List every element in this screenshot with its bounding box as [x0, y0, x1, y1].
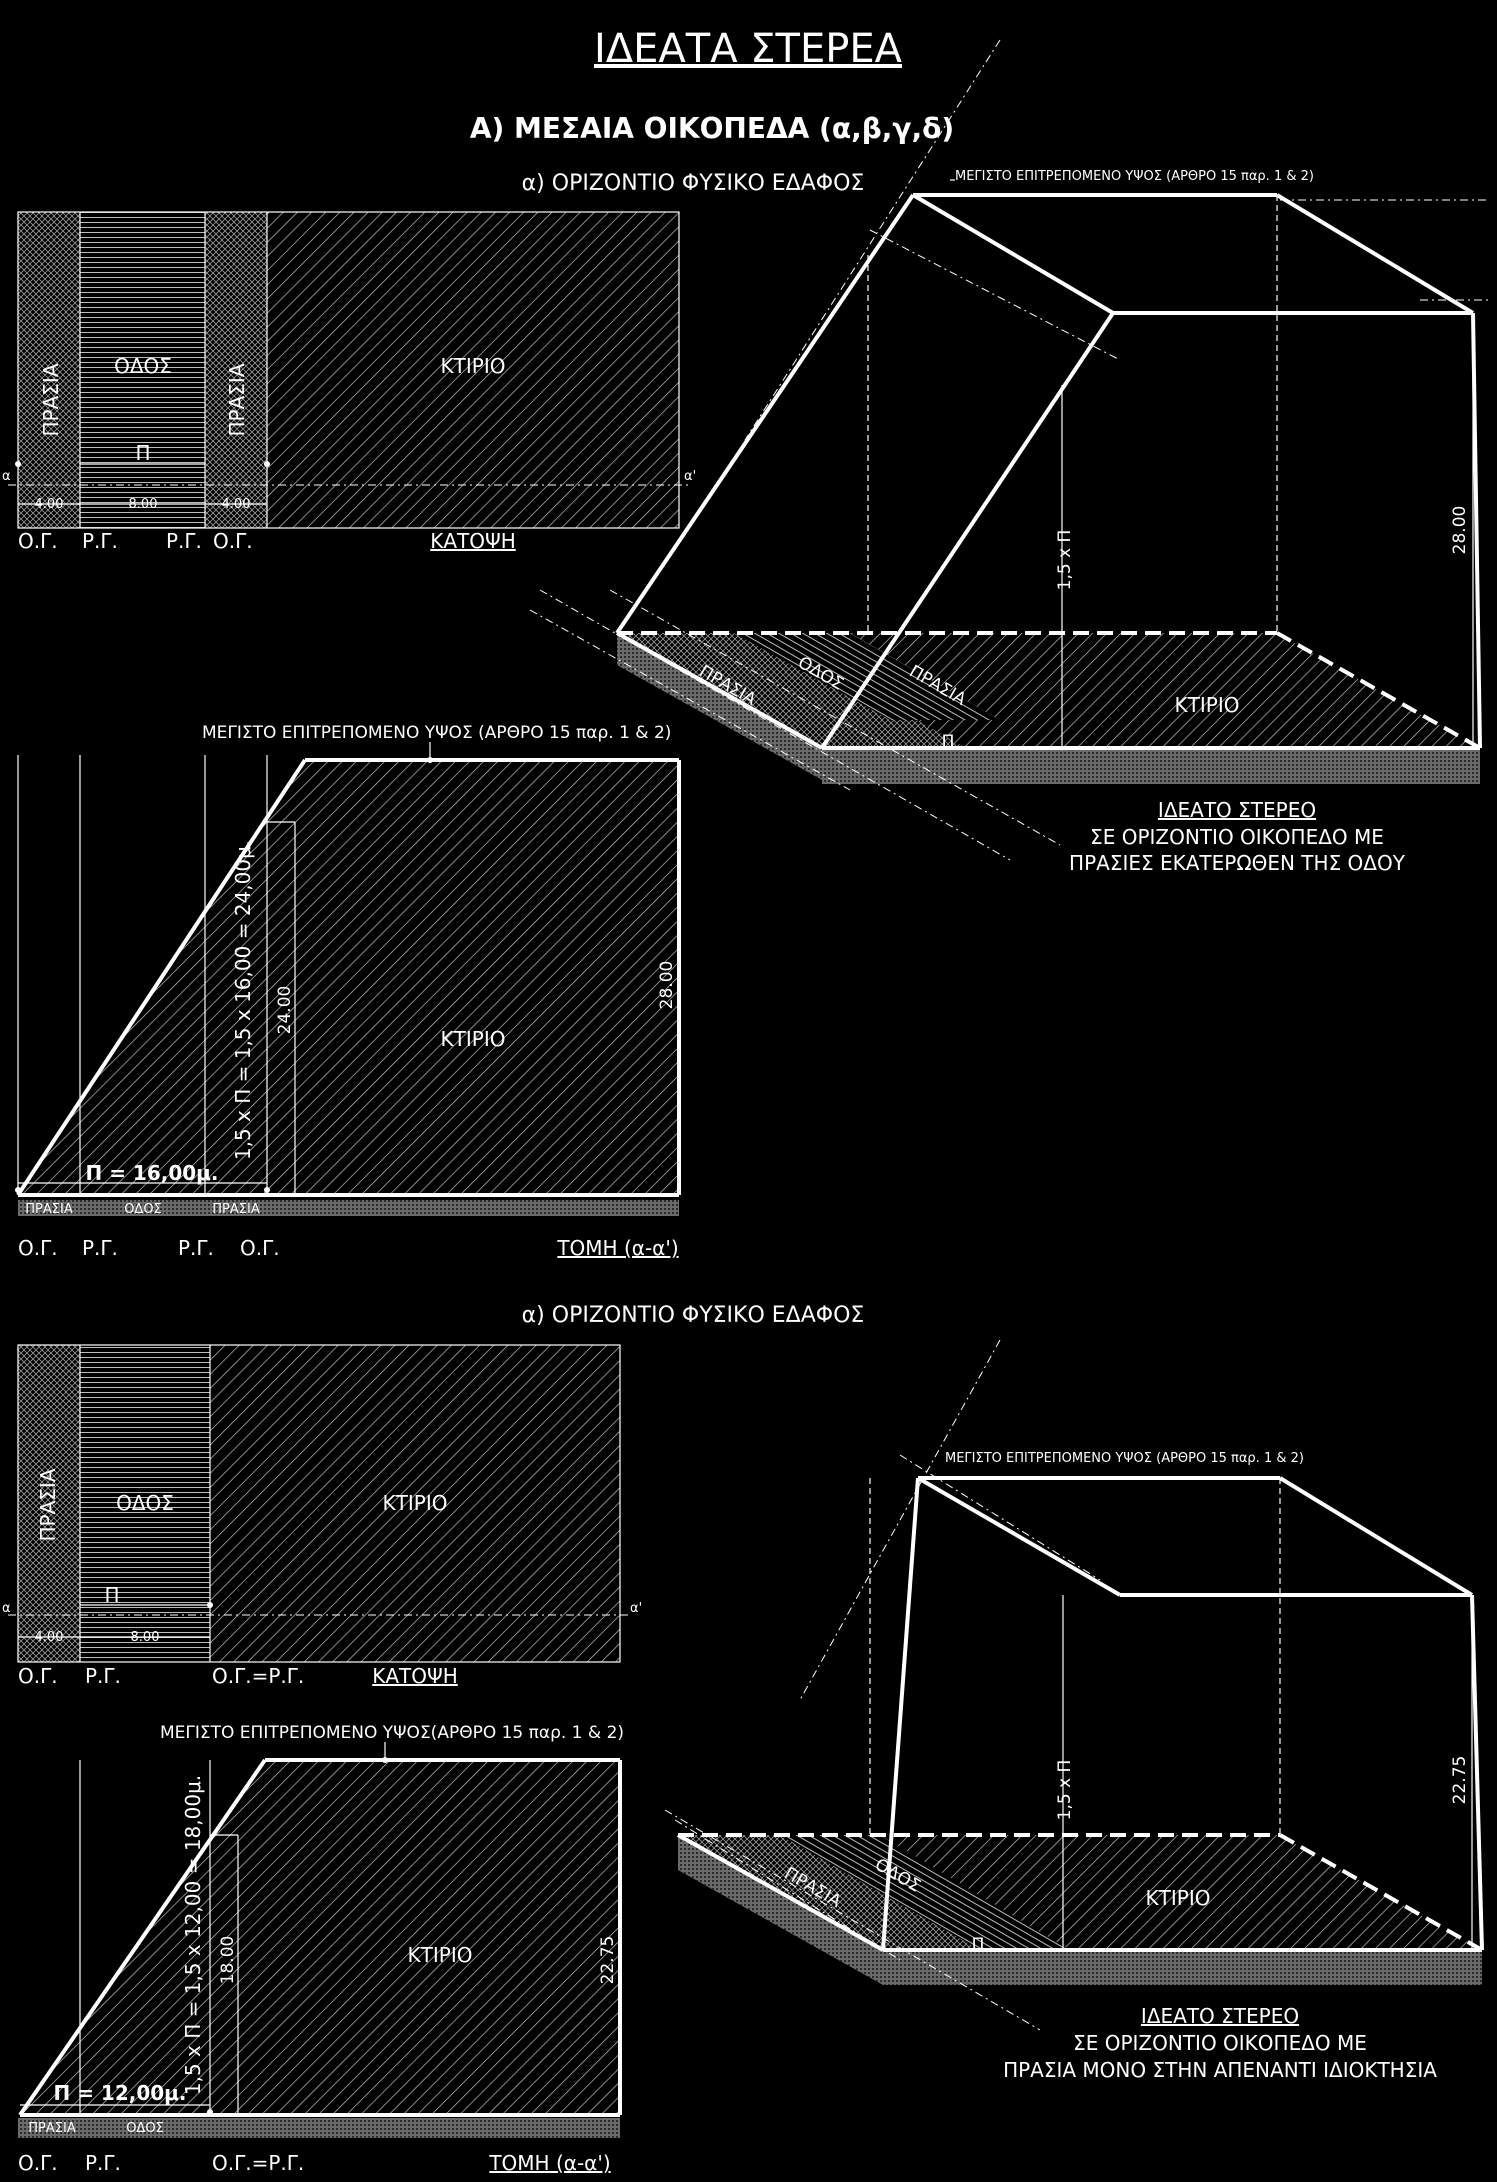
plan2-marker-a: α — [2, 1601, 11, 1616]
plan1-label-pi: Π — [135, 441, 150, 465]
iso1-caption-line-1: ΙΔΕΑΤΟ ΣΤΕΡΕΟ — [1158, 798, 1316, 822]
section1-og-left: Ο.Γ. — [18, 1236, 58, 1260]
iso2-caption-line-1: ΙΔΕΑΤΟ ΣΤΕΡΕΟ — [1141, 2004, 1299, 2028]
plan1-marker-a-prime: α' — [684, 469, 696, 484]
plan1-og-left: Ο.Γ. — [18, 529, 58, 553]
section2-label-ktirio: ΚΤΙΡΙΟ — [408, 1943, 473, 1967]
iso1-caption-line-2: ΣΕ ΟΡΙΖΟΝΤΙΟ ΟΙΚΟΠΕΔΟ ΜΕ — [1090, 825, 1384, 849]
section2-max-height-label: ΜΕΓΙΣΤΟ ΕΠΙΤΡΕΠΟΜΕΝΟ ΥΨΟΣ(ΑΡΘΡΟ 15 παρ. … — [160, 1723, 624, 1743]
iso1-one-five-pi: 1,5 x Π — [1055, 530, 1075, 591]
section2-inner-height: 18.00 — [218, 1936, 238, 1985]
plan2-dim-1: 4.00 — [35, 1630, 64, 1645]
iso1-max-height-label: ΜΕΓΙΣΤΟ ΕΠΙΤΡΕΠΟΜΕΝΟ ΥΨΟΣ (ΑΡΘΡΟ 15 παρ.… — [955, 169, 1314, 184]
plan1-dim-2: 8.00 — [129, 497, 158, 512]
iso2-height: 22.75 — [1450, 1756, 1470, 1805]
plan1-marker-a: α — [2, 469, 11, 484]
section-heading: Α) ΜΕΣΑΙΑ ΟΙΚΟΠΕΔΑ (α,β,γ,δ) — [470, 112, 954, 145]
page-title: ΙΔΕΑΤΑ ΣΤΕΡΕΑ — [594, 26, 903, 72]
iso2-label-pi: Π — [972, 1935, 985, 1955]
section1-og-right: Ο.Γ. — [240, 1236, 280, 1260]
plan1-caption: ΚΑΤΟΨΗ — [430, 529, 516, 553]
section2-ground-prasia: ΠΡΑΣΙΑ — [28, 2121, 76, 2136]
section1-max-height-label: ΜΕΓΙΣΤΟ ΕΠΙΤΡΕΠΟΜΕΝΟ ΥΨΟΣ (ΑΡΘΡΟ 15 παρ.… — [202, 723, 671, 743]
plan1-label-prasia-right: ΠΡΑΣΙΑ — [225, 363, 249, 436]
section2-ground-odos: ΟΔΟΣ — [126, 2121, 164, 2136]
iso2-label-ktirio: ΚΤΙΡΙΟ — [1146, 1886, 1211, 1910]
plan1-og-right: Ο.Γ. — [213, 529, 253, 553]
plan2-rg-left: Ρ.Γ. — [85, 1664, 121, 1688]
plan1-label-ktirio: ΚΤΙΡΙΟ — [441, 354, 506, 378]
section2-og-left: Ο.Γ. — [18, 2151, 58, 2175]
plan1-label-odos: ΟΔΟΣ — [114, 354, 172, 378]
section1-formula: 1,5 x Π = 1,5 x 16,00 = 24,00μ. — [231, 840, 255, 1160]
iso1-height: 28.00 — [1450, 506, 1470, 555]
section1-label-ktirio: ΚΤΙΡΙΟ — [441, 1027, 506, 1051]
plan1-dim-1: 4.00 — [35, 497, 64, 512]
section-view-1: ΜΕΓΙΣΤΟ ΕΠΙΤΡΕΠΟΜΕΝΟ ΥΨΟΣ (ΑΡΘΡΟ 15 παρ.… — [15, 723, 681, 1260]
section1-ground-prasia-1: ΠΡΑΣΙΑ — [25, 1202, 73, 1217]
iso1-label-ktirio: ΚΤΙΡΙΟ — [1175, 693, 1240, 717]
section2-rg-left: Ρ.Γ. — [85, 2151, 121, 2175]
iso1-caption-line-3: ΠΡΑΣΙΕΣ ΕΚΑΤΕΡΩΘΕΝ ΤΗΣ ΟΔΟΥ — [1069, 851, 1406, 875]
section1-rg-right: Ρ.Γ. — [178, 1236, 214, 1260]
iso2-one-five-pi: 1,5 x Π — [1055, 1760, 1075, 1821]
isometric-view-1: ΜΕΓΙΣΤΟ ΕΠΙΤΡΕΠΟΜΕΝΟ ΥΨΟΣ (ΑΡΘΡΟ 15 παρ.… — [529, 39, 1490, 875]
plan2-label-pi: Π — [104, 1583, 119, 1607]
iso1-label-pi: Π — [942, 732, 955, 752]
plan2-marker-a-prime: α' — [630, 1601, 642, 1616]
subsection-heading-1: α) ΟΡΙΖΟΝΤΙΟ ΦΥΣΙΚΟ ΕΔΑΦΟΣ — [522, 171, 865, 196]
section2-og-rg: Ο.Γ.=Ρ.Γ. — [212, 2151, 304, 2175]
section1-ground-prasia-2: ΠΡΑΣΙΑ — [212, 1202, 260, 1217]
plan2-og-left: Ο.Γ. — [18, 1664, 58, 1688]
plan1-rg-right: Ρ.Γ. — [166, 529, 202, 553]
isometric-view-2: ΜΕΓΙΣΤΟ ΕΠΙΤΡΕΠΟΜΕΝΟ ΥΨΟΣ (ΑΡΘΡΟ 15 παρ.… — [664, 1339, 1484, 2082]
subsection-heading-2: α) ΟΡΙΖΟΝΤΙΟ ΦΥΣΙΚΟ ΕΔΑΦΟΣ — [522, 1303, 865, 1328]
plan1-dim-3: 4.00 — [222, 497, 251, 512]
section1-total-height: 28.00 — [657, 961, 677, 1010]
section2-formula: 1,5 x Π = 1,5 x 12,00 = 18,00μ. — [181, 1775, 205, 2095]
plan-view-2: ΠΡΑΣΙΑ ΟΔΟΣ ΚΤΙΡΙΟ Π α α' 4.00 8.00 Ο.Γ.… — [2, 1344, 642, 1688]
plan2-label-prasia: ΠΡΑΣΙΑ — [36, 1468, 60, 1541]
plan2-og-rg: Ο.Γ.=Ρ.Γ. — [212, 1664, 304, 1688]
plan2-dim-2: 8.00 — [131, 1630, 160, 1645]
plan2-label-odos: ΟΔΟΣ — [116, 1491, 174, 1515]
section1-rg-left: Ρ.Γ. — [82, 1236, 118, 1260]
iso2-caption-line-2: ΣΕ ΟΡΙΖΟΝΤΙΟ ΟΙΚΟΠΕΔΟ ΜΕ — [1073, 2031, 1367, 2055]
section1-caption: ΤΟΜΗ (α-α') — [556, 1236, 678, 1260]
section1-pi-value: Π = 16,00μ. — [86, 1161, 219, 1185]
section-view-2: ΜΕΓΙΣΤΟ ΕΠΙΤΡΕΠΟΜΕΝΟ ΥΨΟΣ(ΑΡΘΡΟ 15 παρ. … — [18, 1723, 624, 2175]
section1-inner-height: 24.00 — [275, 986, 295, 1035]
section2-pi-value: Π = 12,00μ. — [54, 2081, 187, 2105]
section1-ground-odos: ΟΔΟΣ — [124, 1202, 162, 1217]
section2-caption: ΤΟΜΗ (α-α') — [488, 2151, 610, 2175]
plan2-caption: ΚΑΤΟΨΗ — [372, 1664, 458, 1688]
plan-view-1: ΠΡΑΣΙΑ ΟΔΟΣ ΠΡΑΣΙΑ ΚΤΙΡΙΟ Π α α' 4.00 8.… — [2, 211, 696, 553]
plan2-label-ktirio: ΚΤΙΡΙΟ — [383, 1491, 448, 1515]
iso2-max-height-label: ΜΕΓΙΣΤΟ ΕΠΙΤΡΕΠΟΜΕΝΟ ΥΨΟΣ (ΑΡΘΡΟ 15 παρ.… — [945, 1451, 1304, 1466]
section2-total-height: 22.75 — [598, 1936, 618, 1985]
plan1-label-prasia-left: ΠΡΑΣΙΑ — [39, 363, 63, 436]
iso2-caption-line-3: ΠΡΑΣΙΑ ΜΟΝΟ ΣΤΗΝ ΑΠΕΝΑΝΤΙ ΙΔΙΟΚΤΗΣΙΑ — [1003, 2058, 1437, 2082]
plan1-rg-left: Ρ.Γ. — [82, 529, 118, 553]
